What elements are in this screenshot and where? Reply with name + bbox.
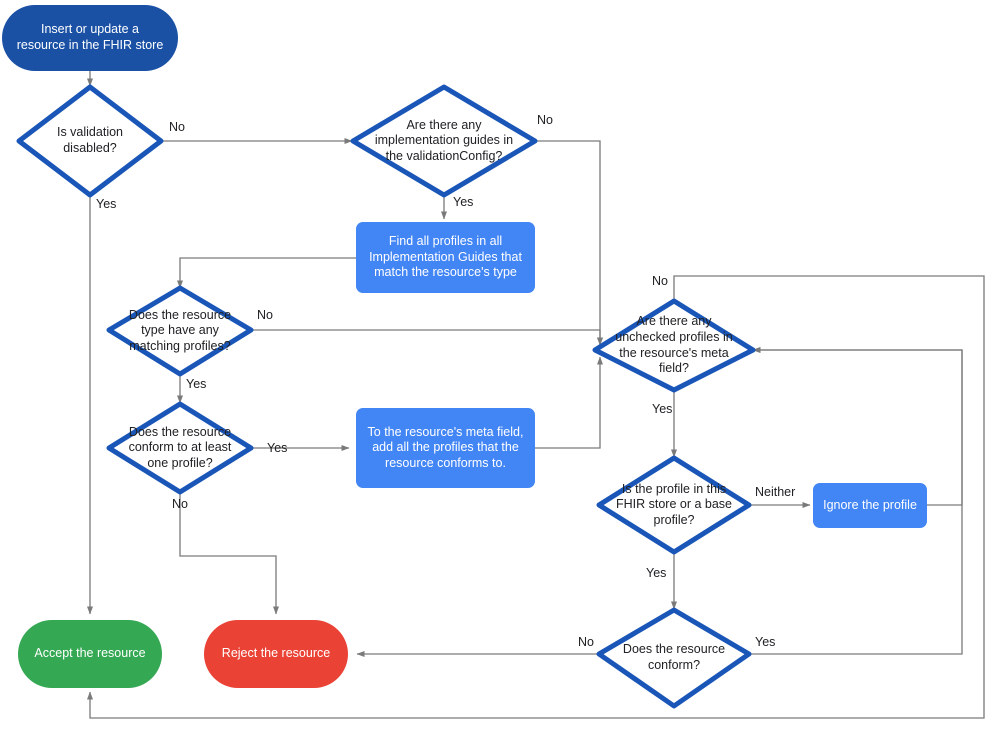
node-reject[interactable]: Reject the resource — [204, 620, 348, 688]
node-add-profiles[interactable]: To the resource's meta field, add all th… — [356, 408, 535, 488]
edge-label-conformone-no: No — [172, 497, 188, 511]
edge-matching-no — [251, 329, 603, 346]
edge-label-conform-no: No — [578, 635, 594, 649]
node-ignore-profile-label: Ignore the profile — [823, 497, 917, 512]
node-start-label: Insert or update a resource in the FHIR … — [16, 22, 164, 52]
edge-label-profile-yes: Yes — [646, 566, 667, 580]
decision-shape-unchecked-profiles[interactable] — [592, 298, 756, 393]
edge-addprofiles-to-unchecked — [535, 356, 603, 449]
node-start[interactable]: Insert or update a resource in the FHIR … — [2, 5, 178, 71]
edge-conform-yes — [749, 347, 963, 655]
edge-label-impl-yes: Yes — [453, 195, 474, 209]
decision-shape-matching-profiles[interactable] — [106, 285, 254, 377]
edge-label-profile-neither: Neither — [755, 485, 796, 499]
edge-label-unchecked-yes: Yes — [652, 402, 673, 416]
edge-label-conform-yes: Yes — [755, 635, 776, 649]
edge-label-validation-yes: Yes — [96, 197, 117, 211]
node-find-profiles[interactable]: Find all profiles in all Implementation … — [356, 222, 535, 293]
edge-conformone-no — [179, 493, 279, 615]
edge-label-impl-no: No — [537, 113, 553, 127]
edge-label-conformone-yes: Yes — [267, 441, 288, 455]
node-find-profiles-label: Find all profiles in all Implementation … — [369, 234, 522, 280]
node-accept[interactable]: Accept the resource — [18, 620, 162, 688]
node-accept-label: Accept the resource — [34, 646, 146, 661]
edge-label-validation-no: No — [169, 120, 185, 134]
decision-shape-resource-conform[interactable] — [596, 607, 752, 709]
edge-unchecked-no — [87, 275, 985, 719]
edge-ignore-to-unchecked — [752, 347, 963, 506]
node-add-profiles-label: To the resource's meta field, add all th… — [367, 424, 524, 470]
edge-label-matching-yes: Yes — [186, 377, 207, 391]
node-reject-label: Reject the resource — [221, 646, 331, 661]
node-ignore-profile[interactable]: Ignore the profile — [813, 483, 927, 528]
decision-shape-impl-guides[interactable] — [350, 84, 538, 198]
edge-findprofiles-to-matching — [177, 257, 356, 289]
edge-impl-no — [535, 140, 603, 346]
edge-label-matching-no: No — [257, 308, 273, 322]
edge-label-unchecked-no: No — [652, 274, 668, 288]
decision-shape-profile-in-store[interactable] — [596, 455, 752, 555]
decision-shape-validation-disabled[interactable] — [16, 84, 164, 198]
decision-shape-conform-one[interactable] — [106, 401, 254, 495]
